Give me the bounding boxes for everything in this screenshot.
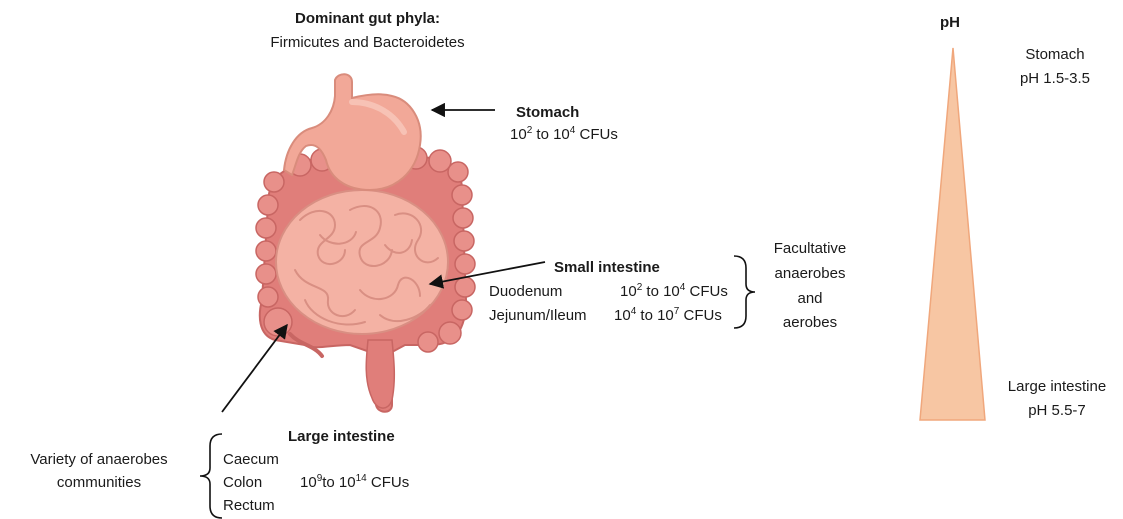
jejunum-ileum-cfu-range: 104 to 107 CFUs [614,307,722,325]
duodenum-cfu-range: 102 to 104 CFUs [620,283,728,301]
small-intestine-note-4: aerobes [760,314,860,332]
jejunum-ileum-label: Jejunum/Ileum [489,307,587,325]
stomach-title: Stomach [516,104,579,122]
small-intestine-note-3: and [760,290,860,308]
large-intestine-note-2: communities [4,474,194,492]
stomach-cfu-range: 102 to 104 CFUs [510,126,618,144]
small-intestine-brace [734,256,755,328]
ph-gradient-triangle [920,48,985,420]
ph-top-label-2: pH 1.5-3.5 [1000,70,1110,88]
ph-title: pH [925,14,975,32]
colon-label: Colon [223,474,262,492]
large-intestine-note-1: Variety of anaerobes [4,451,194,469]
ph-bottom-label-2: pH 5.5-7 [997,402,1117,420]
diagram-title: Dominant gut phyla: [250,10,485,28]
large-intestine-arrow [222,325,287,412]
large-intestine-brace [200,434,222,518]
large-intestine-title: Large intestine [288,428,395,446]
large-intestine-cfu-range: 109to 1014 CFUs [300,474,409,492]
duodenum-label: Duodenum [489,283,562,301]
diagram-subtitle: Firmicutes and Bacteroidetes [230,34,505,52]
small-intestine-illustration [276,190,448,334]
ph-bottom-label-1: Large intestine [997,378,1117,396]
caecum-label: Caecum [223,451,279,469]
ph-top-label-1: Stomach [1000,46,1110,64]
small-intestine-note-2: anaerobes [760,265,860,283]
small-intestine-title: Small intestine [554,259,660,277]
rectum-label: Rectum [223,497,275,515]
small-intestine-note-1: Facultative [760,240,860,258]
